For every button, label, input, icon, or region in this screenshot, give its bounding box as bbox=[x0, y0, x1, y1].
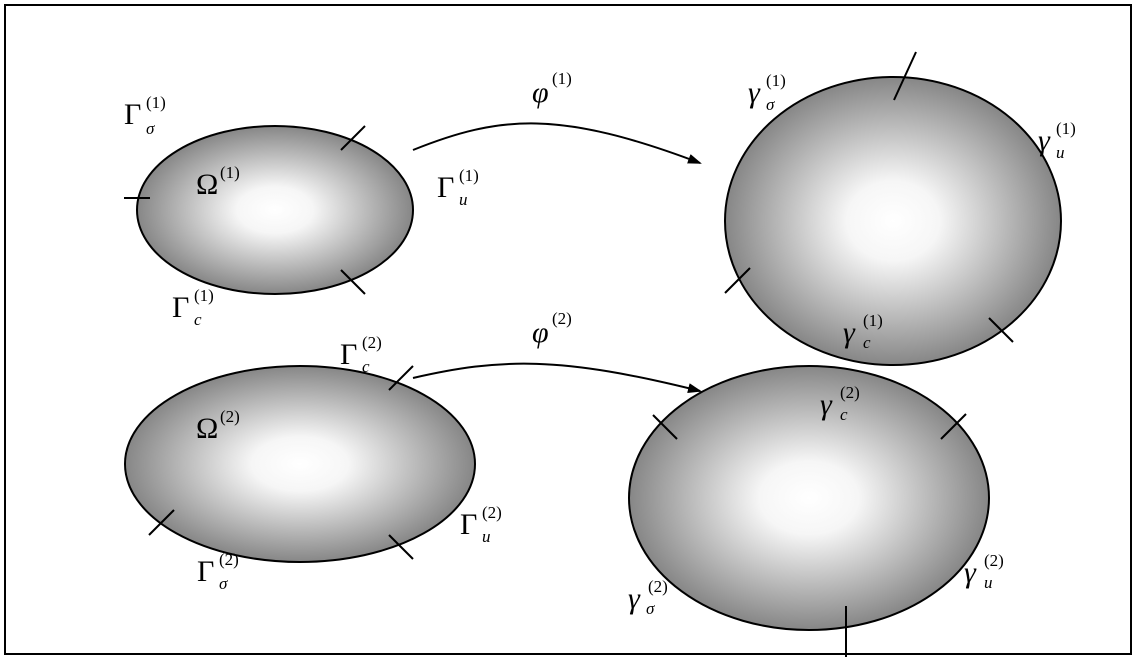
label-phi-1: φ (1) bbox=[532, 69, 572, 109]
reference-body-1 bbox=[136, 125, 414, 295]
label-Gamma-c-2: Γ (2) c bbox=[340, 333, 382, 376]
boundary-tick bbox=[652, 414, 678, 440]
figure-frame bbox=[4, 4, 1132, 655]
boundary-tick bbox=[893, 51, 917, 101]
deformed-body-1 bbox=[724, 76, 1062, 366]
boundary-tick bbox=[940, 413, 967, 440]
boundary-tick bbox=[148, 509, 175, 536]
boundary-tick bbox=[388, 534, 414, 560]
mapping-arrow-2 bbox=[412, 362, 702, 393]
label-gamma-sigma-1: γ (1) σ bbox=[748, 71, 786, 114]
mapping-arrow-1 bbox=[412, 122, 702, 164]
label-gamma-u-2: γ (2) u bbox=[964, 551, 1004, 592]
label-gamma-u-1: γ (1) u bbox=[1038, 119, 1076, 162]
label-Gamma-u-2: Γ (2) u bbox=[460, 503, 502, 546]
boundary-tick bbox=[388, 365, 414, 391]
boundary-tick bbox=[340, 125, 366, 151]
boundary-tick bbox=[340, 269, 366, 295]
label-Gamma-sigma-2: Γ (2) σ bbox=[197, 550, 239, 593]
label-Gamma-sigma-1: Γ (1) σ bbox=[124, 93, 166, 138]
label-gamma-c-2: γ (2) c bbox=[820, 383, 860, 424]
label-phi-2: φ (2) bbox=[532, 309, 572, 349]
deformed-body-2 bbox=[628, 365, 990, 631]
label-Omega-2: Ω (2) bbox=[196, 407, 240, 445]
label-Gamma-c-1: Γ (1) c bbox=[172, 286, 214, 329]
label-Omega-1: Ω (1) bbox=[196, 163, 240, 201]
reference-body-2 bbox=[124, 365, 476, 563]
boundary-tick bbox=[988, 317, 1014, 343]
boundary-tick bbox=[724, 267, 751, 294]
label-Gamma-u-1: Γ (1) u bbox=[437, 166, 479, 209]
label-gamma-c-1: γ (1) c bbox=[843, 311, 883, 352]
label-gamma-sigma-2: γ (2) σ bbox=[628, 577, 668, 618]
